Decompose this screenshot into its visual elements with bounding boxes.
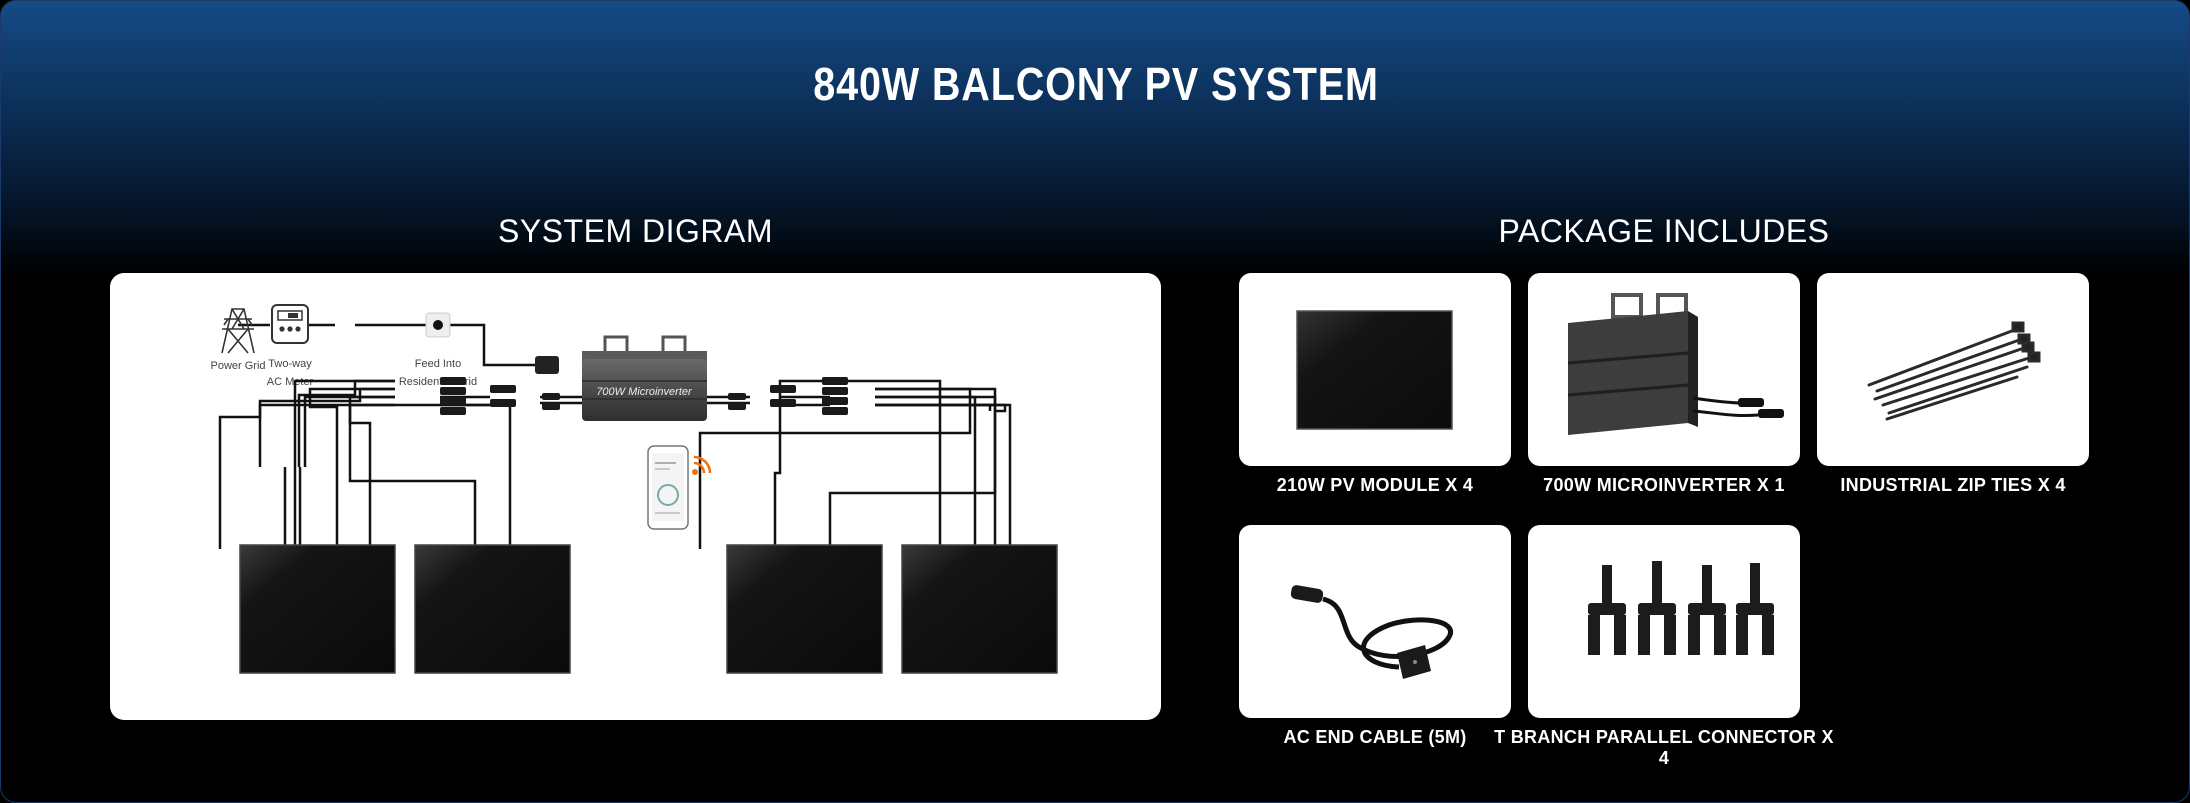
phone-app-icon (647, 445, 689, 530)
inverter-label: 700W Microinverter (596, 386, 693, 398)
package-label-t-connector: T BRANCH PARALLEL CONNECTOR X 4 (1494, 727, 1834, 768)
system-diagram: Power Grid Two-way AC Meter Feed Into Re… (210, 304, 1058, 674)
system-diagram-title: SYSTEM DIGRAM (498, 213, 773, 249)
microinverter-icon (1567, 293, 1784, 435)
ac-cable-icon (1290, 585, 1453, 679)
power-grid-label: Power Grid (210, 360, 265, 372)
pv-module-icon (1296, 310, 1453, 430)
power-grid-icon (221, 308, 255, 354)
solar-panel (901, 544, 1058, 674)
zip-ties-icon (1867, 321, 2041, 421)
t-connector-icon (1588, 561, 1774, 655)
mc4-connectors-left (440, 377, 560, 415)
package-label-pv-module: 210W PV MODULE X 4 (1276, 475, 1474, 495)
package-label-zip-ties: INDUSTRIAL ZIP TIES X 4 (1840, 475, 2066, 495)
dc-cables-right (698, 379, 1012, 549)
package-card-t-connector (1528, 525, 1800, 718)
package-label-microinverter: 700W MICROINVERTER X 1 (1543, 475, 1785, 495)
solar-panels (239, 544, 1058, 674)
system-diagram-panel: Power Grid Two-way AC Meter Feed Into Re… (110, 273, 1161, 720)
feed-label-line1: Feed Into (415, 358, 461, 370)
solar-panel (414, 544, 571, 674)
package-card-pv-module (1239, 273, 1511, 466)
meter-label-line1: Two-way (268, 358, 312, 370)
mc4-connectors-right (728, 377, 848, 415)
ac-meter-icon (271, 304, 309, 344)
solar-panel (726, 544, 883, 674)
page-title: 840W BALCONY PV SYSTEM (813, 58, 1379, 110)
solar-panel (239, 544, 396, 674)
package-card-microinverter (1528, 273, 1800, 466)
microinverter-icon: 700W Microinverter (582, 335, 707, 421)
grid-connection-line (238, 323, 535, 367)
dc-cables-left-2 (218, 379, 512, 549)
package-card-ac-cable (1239, 525, 1511, 718)
meter-label-line2: AC Meter (267, 376, 314, 388)
package-card-zip-ties (1817, 273, 2089, 466)
wifi-icon (691, 455, 712, 476)
package-includes-title: PACKAGE INCLUDES (1498, 213, 1830, 249)
ac-junction-box (535, 356, 559, 374)
feed-socket-icon (425, 312, 451, 338)
package-label-ac-cable: AC END CABLE (5M) (1283, 727, 1467, 747)
